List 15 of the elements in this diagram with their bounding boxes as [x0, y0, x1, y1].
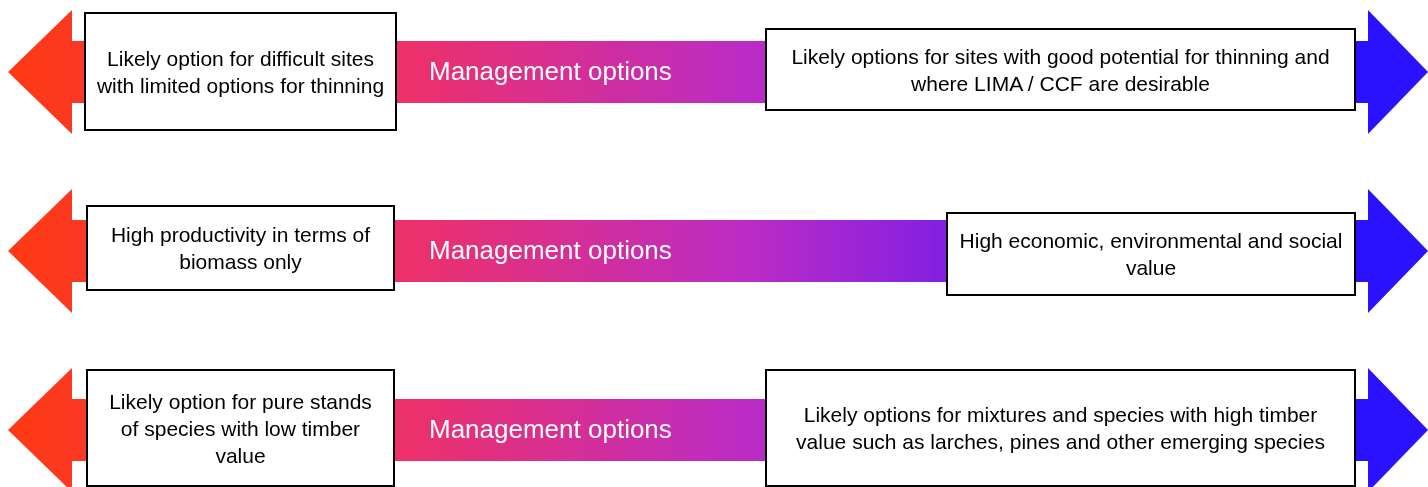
description-text: Likely options for sites with good potential for thinning and where LIMA / CCF are desirable: [790, 43, 1331, 97]
text-box: [765, 28, 1356, 111]
arrow-label: Management options: [429, 235, 672, 266]
text-box: [86, 205, 395, 291]
arrow-label: Management options: [429, 56, 672, 87]
description-text: High economic, environmental and social value: [958, 228, 1344, 281]
description-text: Likely options for mixtures and species with high timber value such as larches, pines and other emerging species: [795, 402, 1326, 455]
description-text: High productivity in terms of biomass only: [109, 222, 372, 275]
text-box: [86, 369, 395, 487]
text-box: [765, 369, 1356, 487]
arrow-label: Management options: [429, 414, 672, 445]
text-box: [946, 212, 1356, 296]
description-text: Likely option for pure stands of species with low timber value: [108, 388, 373, 469]
text-box: [84, 12, 397, 131]
description-text: Likely option for difficult sites with limited options for thinning: [96, 45, 385, 99]
